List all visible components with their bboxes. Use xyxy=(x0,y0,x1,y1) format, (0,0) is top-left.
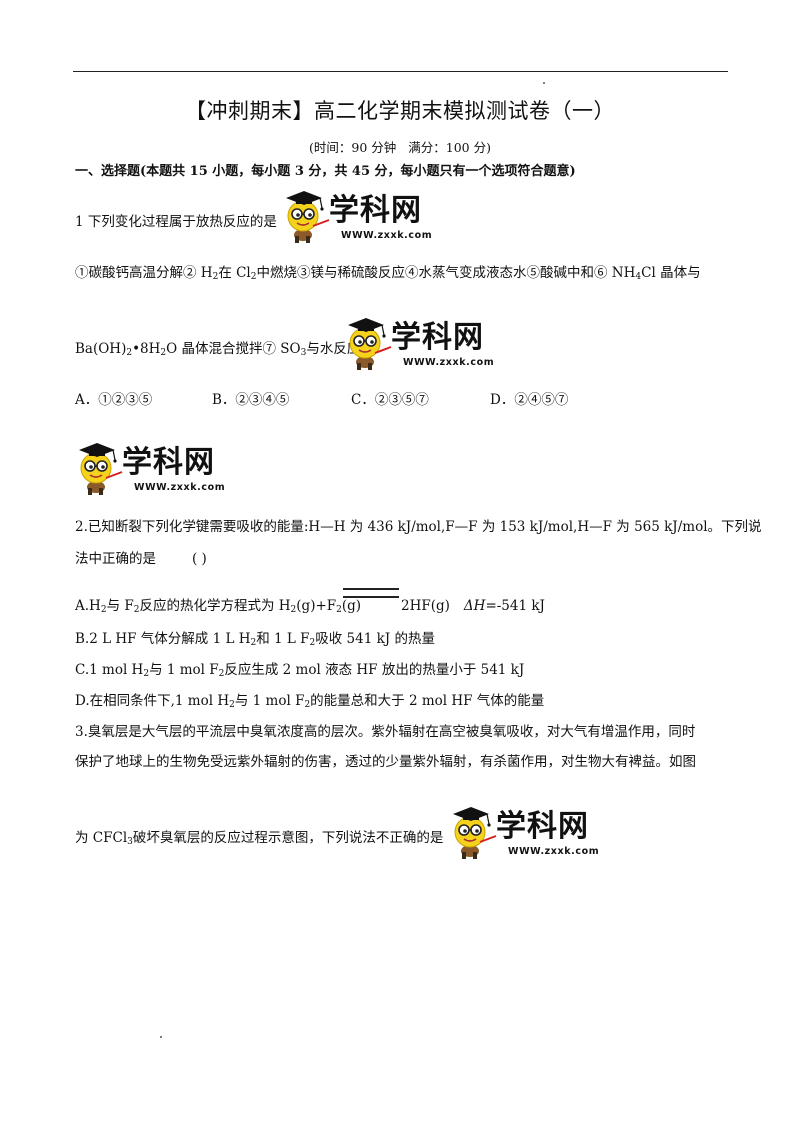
logo-brand-text: 学科网 xyxy=(329,193,422,228)
speck xyxy=(543,82,545,84)
logo-url-text: WWW.zxxk.com xyxy=(403,357,494,368)
q1-option-b: B．②③④⑤ xyxy=(212,392,290,408)
q1-items-line1: ①碳酸钙高温分解② H2在 Cl2中燃烧③镁与稀硫酸反应④水蒸气变成液态水⑤酸碱… xyxy=(75,265,701,282)
xueke-logo: 学科网 WWW.zxxk.com xyxy=(283,186,439,244)
q3-line2: 保护了地球上的生物免受远紫外辐射的伤害，透过的少量紫外辐射，有杀菌作用，对生物大… xyxy=(75,754,696,770)
q2-stem-line1: 2.已知断裂下列化学键需要吸收的能量:H—H 为 436 kJ/mol,F—F … xyxy=(75,519,762,535)
q3-line1: 3.臭氧层是大气层的平流层中臭氧浓度高的层次。紫外辐射在高空被臭氧吸收，对大气有… xyxy=(75,724,696,740)
exam-subtitle: (时间：90 分钟满分：100 分) xyxy=(0,137,800,156)
q1-option-d: D．②④⑤⑦ xyxy=(490,392,569,408)
logo-url-text: WWW.zxxk.com xyxy=(341,230,432,241)
xueke-logo: 学科网 WWW.zxxk.com xyxy=(345,313,501,371)
q1-items-line2: Ba(OH)2•8H2O 晶体混合搅拌⑦ SO3与水反应 xyxy=(75,341,361,358)
section-heading: 一、选择题(本题共 15 小题，每小题 3 分，共 45 分，每小题只有一个选项… xyxy=(75,164,576,179)
exam-title: 【冲刺期末】高二化学期末模拟测试卷（一） xyxy=(185,99,615,123)
xueke-logo: 学科网 WWW.zxxk.com xyxy=(76,438,232,496)
time-note: (时间：90 分钟 xyxy=(309,140,397,155)
q2-stem-line2: 法中正确的是( ) xyxy=(75,551,207,567)
xueke-logo: 学科网 WWW.zxxk.com xyxy=(450,802,606,860)
q2-option-d: D.在相同条件下,1 mol H2与 1 mol F2的能量总和大于 2 mol… xyxy=(75,693,545,710)
logo-url-text: WWW.zxxk.com xyxy=(508,846,599,857)
logo-brand-text: 学科网 xyxy=(391,320,484,355)
q2-option-a-part1: A.H2与 F2反应的热化学方程式为 H2(g)+F2(g) xyxy=(75,598,362,615)
q3-line3: 为 CFCl3破坏臭氧层的反应过程示意图，下列说法不正确的是 xyxy=(75,830,444,847)
q2-option-b: B.2 L HF 气体分解成 1 L H2和 1 L F2吸收 541 kJ 的… xyxy=(75,631,435,648)
speck xyxy=(160,1036,162,1038)
logo-brand-text: 学科网 xyxy=(496,809,589,844)
header-rule xyxy=(73,71,728,72)
logo-brand-text: 学科网 xyxy=(122,445,215,480)
q2-option-c: C.1 mol H2与 1 mol F2反应生成 2 mol 液态 HF 放出的… xyxy=(75,662,525,679)
equilibrium-equals-sign xyxy=(343,588,399,598)
score-note: 满分：100 分) xyxy=(408,140,491,155)
q1-option-c: C．②③⑤⑦ xyxy=(351,392,429,408)
q1-stem: 1 下列变化过程属于放热反应的是 xyxy=(75,214,277,230)
logo-url-text: WWW.zxxk.com xyxy=(134,482,225,493)
q1-option-a: A．①②③⑤ xyxy=(75,392,153,408)
q2-option-a-part2: 2HF(g)ΔH=-541 kJ xyxy=(401,598,545,614)
